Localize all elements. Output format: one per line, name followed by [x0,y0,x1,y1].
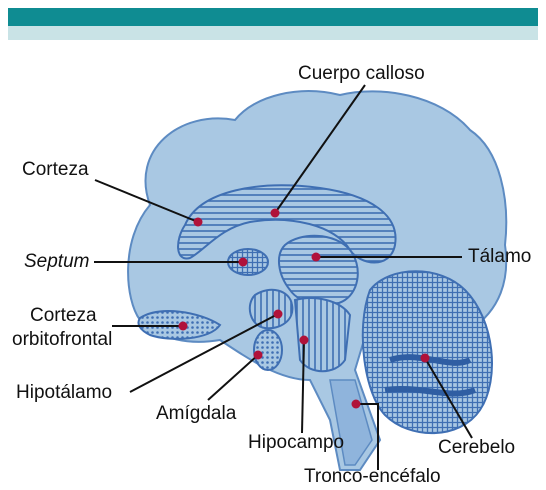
label-hipotalamo: Hipotálamo [16,383,112,403]
label-tronco-encefalo: Tronco-encéfalo [304,467,441,487]
label-cuerpo-calloso: Cuerpo calloso [298,64,425,84]
amygdala-shape [254,330,282,370]
label-corteza: Corteza [22,160,89,180]
label-septum: Septum [24,252,89,272]
hypothalamus-shape [250,290,293,328]
label-talamo: Tálamo [468,247,531,267]
label-cerebelo: Cerebelo [438,438,515,458]
label-corteza-orbitofrontal-line1: Corteza [30,306,97,326]
label-hipocampo: Hipocampo [248,433,344,453]
label-corteza-orbitofrontal-line2: orbitofrontal [12,330,112,350]
label-amigdala: Amígdala [156,404,236,424]
